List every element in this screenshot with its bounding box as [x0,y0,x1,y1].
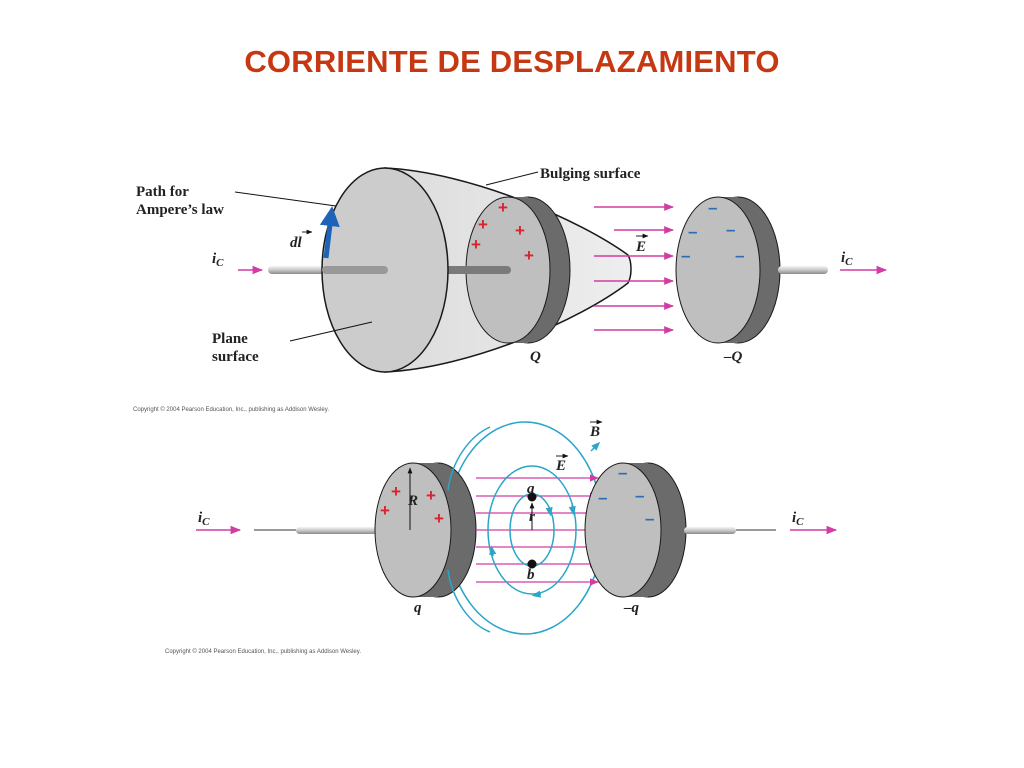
negative-plate [584,462,687,598]
minus-sign: – [708,198,717,217]
path-label: Path for [136,184,189,200]
minus-sign: – [618,463,627,482]
plus-sign: + [426,486,436,505]
b-direction-arrow [590,441,601,452]
label-a: a [527,481,535,497]
b-direction-arrow [489,545,497,557]
point-b [527,559,537,569]
right-wire [684,527,736,534]
charge-label-negative: –Q [723,349,743,365]
b-direction-arrow [545,506,553,517]
b-field-loop-front [447,569,491,633]
plus-sign: + [391,482,401,501]
current-label-right: iC [841,250,853,268]
bulging-label: Bulging surface [540,166,641,182]
radius-label-R: R [407,493,418,509]
plus-sign: + [478,215,488,234]
minus-sign: – [645,509,654,528]
label-b: b [527,567,535,583]
plus-sign: + [471,235,481,254]
charge-label-positive: Q [530,349,541,365]
leader-line [485,171,539,186]
electric-field-lines [594,203,674,334]
minus-sign: – [735,246,744,265]
positive-plate [374,462,477,598]
current-label-left: iC [212,251,224,269]
b-direction-arrow [568,504,576,516]
label-r: r [529,509,535,525]
e-field-label: E [635,239,646,255]
plus-sign: + [434,509,444,528]
b-direction-arrow [531,590,542,598]
b-field-loop-front [447,426,491,491]
bottom-diagram: + + + + R a b r E [165,419,838,655]
dl-label: dl [290,235,303,251]
leader-line [234,191,337,207]
minus-sign: – [726,220,735,239]
minus-sign: – [681,246,690,265]
wire-segment [322,266,388,274]
minus-sign: – [598,488,607,507]
top-diagram: + + + + + E – – – – – iC [133,166,888,413]
plus-sign: + [380,501,390,520]
plus-sign: + [515,221,525,240]
path-label: Ampere’s law [136,202,224,218]
plus-sign: + [498,198,508,217]
charge-label-positive: q [414,600,422,616]
plane-label: Plane [212,331,248,347]
minus-sign: – [635,486,644,505]
negative-plate [675,196,781,344]
plus-sign: + [524,246,534,265]
plane-label: surface [212,349,259,365]
charge-label-negative: –q [623,600,640,616]
point-a [527,492,537,502]
dl-arrow [319,206,340,259]
b-field-label: B [589,424,600,440]
copyright: Copyright © 2004 Pearson Education, Inc.… [133,406,329,413]
leader-line [289,321,373,342]
current-label-left: iC [198,510,210,528]
minus-sign: – [688,222,697,241]
e-field-label: E [555,458,566,474]
current-label-right: iC [792,510,804,528]
page-title: CORRIENTE DE DESPLAZAMIENTO [244,44,780,79]
right-wire [778,266,828,274]
copyright: Copyright © 2004 Pearson Education, Inc.… [165,648,361,655]
electric-field-lines [476,474,599,586]
